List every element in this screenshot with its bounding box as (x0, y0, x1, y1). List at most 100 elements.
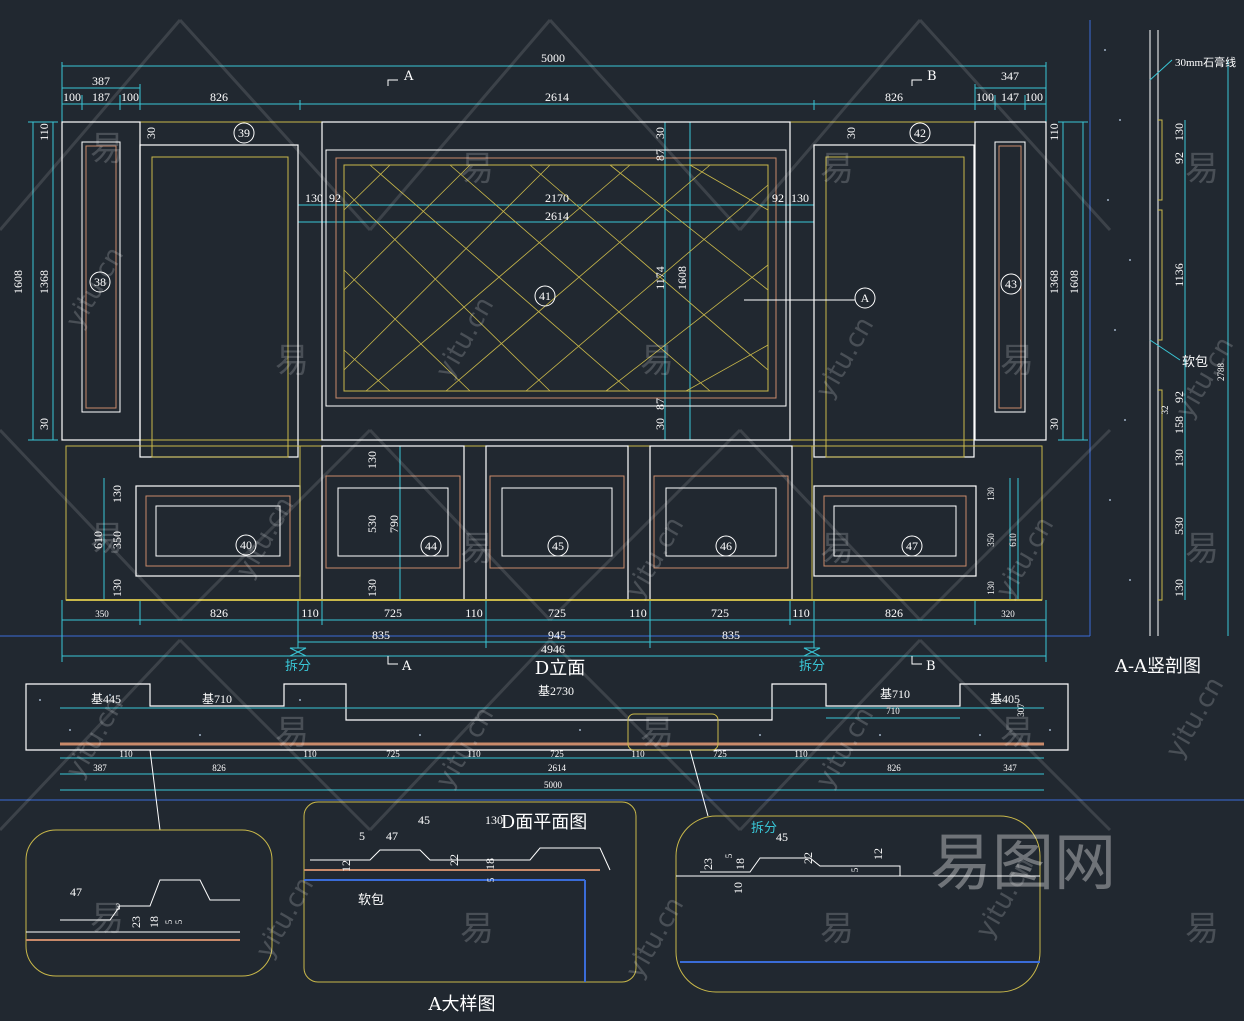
dim-group-1: 945 (548, 628, 566, 642)
dim-bottom-1: 826 (210, 606, 228, 620)
plan-row1-3: 110 (467, 749, 481, 759)
panel-43: 43 (1005, 277, 1017, 291)
sec-dim-7: 530 (1172, 517, 1186, 535)
dim-center-outer: 2614 (545, 209, 569, 223)
split-symbols (289, 647, 821, 657)
sec-dim-5: 158 (1172, 416, 1186, 434)
plan-total: 5000 (544, 780, 563, 790)
sec-dim-0: 130 (1172, 123, 1186, 141)
elevation-panels (61, 121, 1047, 601)
watermark-cn: 易 (275, 341, 309, 381)
watermark-url: yitu.cn (620, 512, 690, 603)
lattice-pattern (343, 164, 769, 392)
watermark-cn: 易 (1185, 149, 1219, 189)
plan-base-1: 基710 (202, 692, 232, 706)
det-mid-3: 47 (386, 829, 398, 843)
dim-lower-right-1: 350 (986, 533, 996, 547)
dim-right-h-0: 1368 (1047, 270, 1061, 294)
dim-bottom-5: 725 (548, 606, 566, 620)
plan-view (25, 683, 1069, 791)
watermark-cn: 易 (90, 519, 124, 559)
dim-bottom-0: 350 (95, 609, 109, 619)
watermark-url: yitu.cn (810, 312, 880, 403)
det-mid-1: 130 (485, 813, 503, 827)
det-right-0: 45 (776, 830, 788, 844)
dim-center-h-2: 30 (653, 127, 667, 139)
dim-center-side-2: 92 (772, 191, 784, 205)
frame-lines (0, 20, 1244, 801)
dim-center-h-0: 1174 (653, 266, 667, 290)
dim-center-inner: 2170 (545, 191, 569, 205)
detail-dimension-text: 47 3 23 18 5 5 45 130 5 47 12 22 18 5 软包… (70, 813, 885, 928)
dim-lower-center-1: 530 (365, 515, 379, 533)
detail-leaders (149, 749, 709, 831)
dim-top-7: 147 (1001, 90, 1019, 104)
dim-lower-right-2: 610 (1008, 533, 1018, 547)
det-left-0: 47 (70, 885, 82, 899)
dim-bottom-3: 725 (384, 606, 402, 620)
plan-row1-4: 725 (550, 749, 564, 759)
section-view (1104, 30, 1229, 636)
dim-lower-center-0: 130 (365, 451, 379, 469)
watermark-url: yitu.cn (430, 702, 500, 793)
dim-top-4: 2614 (545, 90, 569, 104)
plan-base-3: 基710 (880, 687, 910, 701)
dim-bottom-4: 110 (465, 606, 483, 620)
panel-41: 41 (539, 289, 551, 303)
plan-row1-7: 110 (794, 749, 808, 759)
watermark-cn: 易 (460, 529, 494, 569)
panel-42: 42 (914, 126, 926, 140)
dim-top-3: 826 (210, 90, 228, 104)
panel-47: 47 (906, 539, 918, 553)
dim-lower-left-2: 130 (110, 485, 124, 503)
det-mid-4: 12 (339, 860, 353, 872)
det-right-4: 10 (731, 882, 745, 894)
dim-lower-left-1: 350 (110, 531, 124, 549)
dim-small-30-1: 30 (844, 127, 858, 139)
dim-left-h-2: 110 (37, 123, 51, 141)
dim-lower-left-0: 610 (91, 531, 105, 549)
plan-depth-right: 307 (1016, 703, 1026, 717)
det-right-3: 18 (733, 858, 747, 870)
title-section: A-A竖剖图 (1114, 656, 1201, 677)
dim-center-side-1: 92 (329, 191, 341, 205)
watermark-cn: 易 (1185, 909, 1219, 949)
watermark-cn: 易 (640, 713, 674, 753)
watermark-cn: 易 (1000, 341, 1034, 381)
title-elevation: D立面 (535, 658, 585, 679)
panel-39: 39 (238, 126, 250, 140)
section-dimension-text: 130 92 1136 92 32 158 130 530 130 2788 (1160, 123, 1226, 597)
sec-dim-3: 92 (1172, 391, 1186, 403)
dim-lower-right-0: 130 (986, 487, 996, 501)
det-mid-7: 5 (486, 877, 496, 882)
det-left-3: 18 (147, 916, 161, 928)
dim-center-h-5: 87 (653, 398, 667, 410)
det-right-2: 5 (724, 853, 734, 858)
dim-left-h-1: 1368 (37, 270, 51, 294)
watermark-cn: 易 (90, 899, 124, 939)
plan-row1-6: 725 (713, 749, 727, 759)
plan-row2-3: 826 (887, 763, 901, 773)
plan-row1-2: 725 (386, 749, 400, 759)
elevation-dimension-lines (28, 62, 1088, 662)
panel-40: 40 (240, 538, 252, 552)
dim-right-h-2: 110 (1047, 123, 1061, 141)
mark-a-top: A (403, 69, 414, 84)
mark-a-bottom: A (401, 659, 412, 674)
sec-dim-6: 130 (1172, 449, 1186, 467)
dim-small-30-0: 30 (144, 127, 158, 139)
dim-bottom-total: 4946 (541, 642, 565, 656)
dim-bottom-9: 826 (885, 606, 903, 620)
det-right-7: 5 (850, 867, 860, 872)
dim-bottom-6: 110 (629, 606, 647, 620)
dim-lower-left-3: 130 (110, 579, 124, 597)
plan-row2-1: 826 (212, 763, 226, 773)
dim-top-8: 100 (1025, 90, 1043, 104)
watermark-cn: 易 (460, 909, 494, 949)
plan-row2-2: 2614 (548, 763, 567, 773)
plan-row1-0: 110 (119, 749, 133, 759)
note-soft-pack-2: 软包 (358, 893, 384, 908)
plan-inner-710: 710 (886, 706, 900, 716)
sec-dim-1: 92 (1172, 152, 1186, 164)
